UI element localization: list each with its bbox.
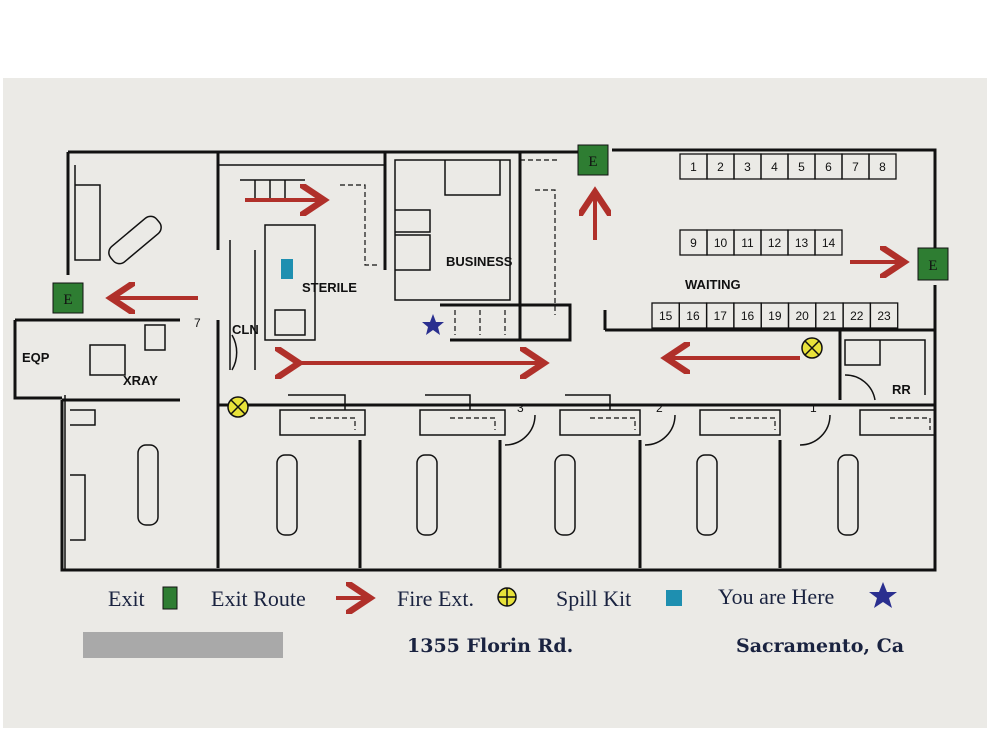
room-number-cln: 7 — [194, 316, 201, 330]
seat-number: 9 — [690, 236, 697, 250]
seat-number: 7 — [852, 160, 859, 174]
operatory-counters — [279, 394, 936, 436]
seat — [868, 153, 897, 180]
legend-you-are-here-label: You are Here — [718, 584, 834, 609]
seat-number: 3 — [744, 160, 751, 174]
legend-exit-route-label: Exit Route — [211, 586, 306, 611]
city: Sacramento, Ca — [736, 635, 904, 657]
seat-number: 17 — [714, 309, 728, 323]
address: 1355 Florin Rd. — [407, 635, 573, 657]
legend-exit-icon — [162, 586, 178, 610]
room-label-restroom: RR — [892, 382, 911, 397]
seat-number: 8 — [879, 160, 886, 174]
redacted-block — [83, 632, 283, 658]
you-are-here-star-icon — [422, 314, 444, 335]
exit-sign-top: E — [577, 144, 609, 176]
room-label-sterile: STERILE — [302, 280, 357, 295]
seat-number: 20 — [795, 309, 809, 323]
op-number-3: 3 — [517, 401, 524, 415]
spill-kit-icon — [281, 259, 293, 279]
op-number-1: 1 — [810, 401, 817, 415]
seat-number: 13 — [795, 236, 809, 250]
seat-number: 5 — [798, 160, 805, 174]
seat-number: 19 — [768, 309, 782, 323]
seat-number: 2 — [717, 160, 724, 174]
legend-exit-label: Exit — [108, 586, 145, 611]
svg-text:E: E — [588, 154, 597, 170]
seat — [869, 302, 899, 329]
legend-fire-ext-icon — [497, 587, 517, 607]
dental-chairs — [108, 215, 859, 536]
seat-number: 12 — [768, 236, 782, 250]
room-label-eqp: EQP — [22, 350, 50, 365]
seat-number: 6 — [825, 160, 832, 174]
room-label-business: BUSINESS — [446, 254, 513, 269]
legend-spill-kit-label: Spill Kit — [556, 586, 631, 611]
building-walls — [13, 148, 937, 572]
seat-number: 21 — [823, 309, 837, 323]
fire-extinguisher-icon — [801, 337, 823, 359]
seat-number: 11 — [741, 236, 754, 250]
legend-spill-kit-icon — [666, 590, 682, 606]
seat-number: 16 — [741, 309, 755, 323]
svg-text:E: E — [63, 292, 72, 308]
svg-text:E: E — [928, 258, 937, 274]
seat — [814, 229, 843, 256]
seat-number: 1 — [690, 160, 697, 174]
seat-number: 23 — [877, 309, 891, 323]
seat-number: 22 — [850, 309, 864, 323]
seat-number: 16 — [686, 309, 700, 323]
room-label-xray: XRAY — [123, 373, 158, 388]
seat-number: 4 — [771, 160, 778, 174]
legend-fire-ext-label: Fire Ext. — [397, 586, 474, 611]
paper-sheet — [3, 78, 987, 728]
legend: Exit Exit Route Fire Ext. Spill Kit You … — [108, 582, 897, 611]
room-label-waiting: WAITING — [685, 277, 741, 292]
seat-number: 10 — [714, 236, 728, 250]
room-label-cln: CLN — [232, 322, 259, 337]
op-number-2: 2 — [656, 401, 663, 415]
legend-star-icon — [869, 582, 897, 608]
fire-extinguisher-icon — [227, 396, 249, 418]
seat-number: 14 — [822, 236, 836, 250]
exit-sign-right: E — [917, 247, 949, 281]
seat-number: 15 — [659, 309, 673, 323]
exit-sign-left: E — [52, 282, 84, 314]
